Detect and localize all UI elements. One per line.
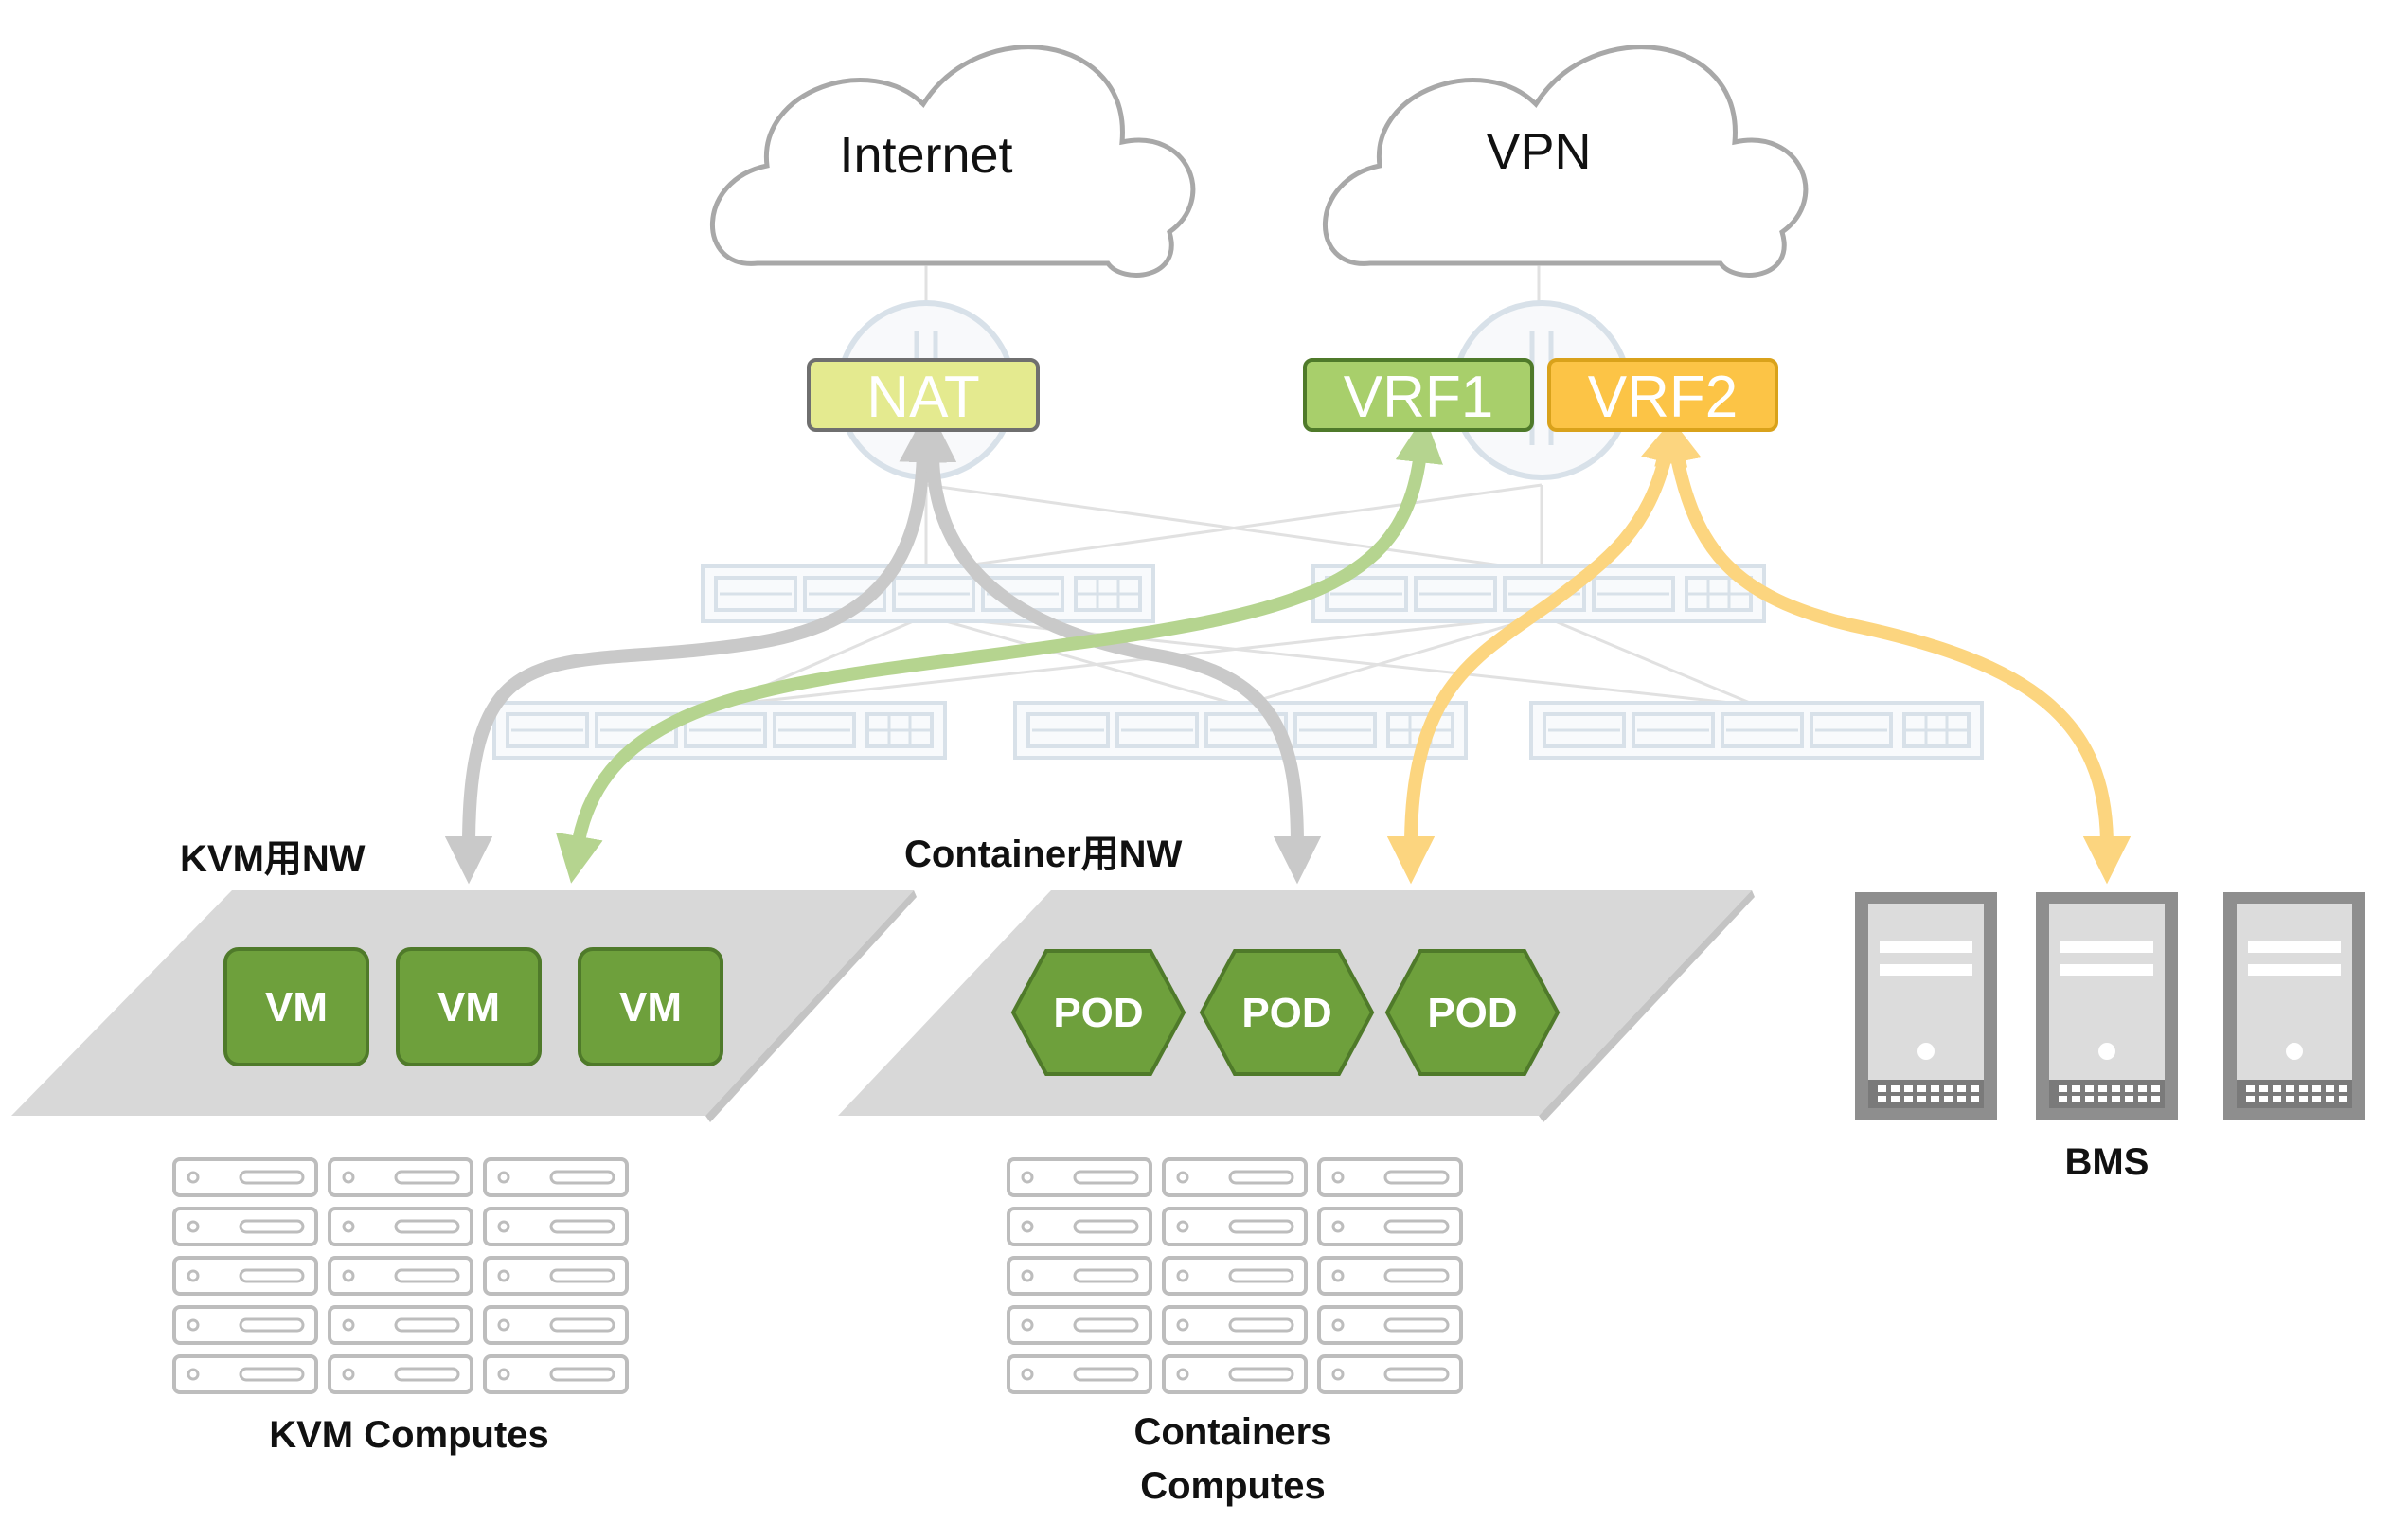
rack-server-icon [483, 1157, 629, 1197]
vrf2-label: VRF2 [1588, 365, 1738, 430]
rack-server-icon [483, 1354, 629, 1394]
rack-server-icon [1162, 1157, 1308, 1197]
vrf1-label: VRF1 [1344, 365, 1493, 430]
rack-server-icon [483, 1305, 629, 1345]
vpn-label: VPN [1486, 123, 1591, 180]
kvm-network: KVM用NW VM VM VM [11, 838, 917, 1122]
pod-label: POD [1241, 990, 1331, 1036]
vm-label: VM [619, 984, 682, 1030]
containers-computes-label-line1: Containers [1134, 1411, 1332, 1453]
nat-label: NAT [866, 365, 979, 430]
vm-chip: VM [223, 947, 369, 1066]
pod-chip: POD [1010, 949, 1186, 1076]
kvm-nat-arrow [444, 414, 947, 885]
rack-server-icon [328, 1354, 473, 1394]
containers-computes-label-line2: Computes [1140, 1465, 1326, 1507]
rack-server-icon [1007, 1207, 1152, 1246]
server-tower-icon [2223, 892, 2365, 1120]
internet-label: Internet [839, 127, 1012, 184]
rack-server-icon [1317, 1256, 1463, 1296]
rack-server-icon [1162, 1305, 1308, 1345]
rack-server-icon [172, 1305, 318, 1345]
pod-label: POD [1053, 990, 1143, 1036]
rack-server-icon [1162, 1354, 1308, 1394]
rack-server-icon [172, 1256, 318, 1296]
switch-icon [1013, 701, 1468, 760]
rack-server-icon [172, 1207, 318, 1246]
vm-label: VM [437, 984, 500, 1030]
rack-server-icon [328, 1256, 473, 1296]
kvm-network-label: KVM用NW [180, 838, 366, 880]
switch-icon [701, 564, 1155, 623]
rack-server-icon [1317, 1354, 1463, 1394]
vrf1-tag: VRF1 [1303, 358, 1534, 432]
vrf2-tag: VRF2 [1547, 358, 1778, 432]
server-tower-icon [1855, 892, 1997, 1120]
switch-icon [492, 701, 947, 760]
container-compute-rack: Containers Computes [1007, 1157, 1463, 1507]
rack-server-icon [172, 1157, 318, 1197]
cloud-icon [710, 45, 1196, 278]
kvm-computes-label: KVM Computes [269, 1414, 549, 1456]
server-tower-icon [2036, 892, 2178, 1120]
pod-label: POD [1427, 990, 1517, 1036]
container-vrf2-arrow [1386, 415, 1688, 885]
container-network-label: Container用NW [904, 833, 1183, 875]
rack-server-icon [328, 1157, 473, 1197]
cloud-icon [1323, 45, 1809, 278]
kvm-compute-rack: KVM Computes [172, 1157, 629, 1456]
rack-server-icon [1317, 1305, 1463, 1345]
vm-label: VM [265, 984, 328, 1030]
rack-server-icon [1007, 1157, 1152, 1197]
rack-server-icon [172, 1354, 318, 1394]
traffic-arrows [444, 414, 2132, 885]
rack-server-icon [483, 1207, 629, 1246]
vm-chip: VM [396, 947, 542, 1066]
rack-server-icon [1162, 1207, 1308, 1246]
rack-server-icon [483, 1256, 629, 1296]
rack-server-icon [1162, 1256, 1308, 1296]
nat-tag: NAT [807, 358, 1040, 432]
vpn-cloud: VPN [1323, 45, 1809, 278]
internet-cloud: Internet [710, 45, 1196, 278]
bms-group: BMS [1855, 892, 2365, 1183]
bms-vrf2-arrow [1654, 415, 2132, 885]
switch-icon [1529, 701, 1984, 760]
vm-chip: VM [578, 947, 723, 1066]
rack-server-icon [1317, 1207, 1463, 1246]
rack-server-icon [1317, 1157, 1463, 1197]
rack-server-icon [1007, 1354, 1152, 1394]
rack-server-icon [1007, 1256, 1152, 1296]
pod-chip: POD [1384, 949, 1561, 1076]
pod-chip: POD [1199, 949, 1375, 1076]
container-network: Container用NW POD POD POD [838, 833, 1755, 1122]
rack-server-icon [328, 1305, 473, 1345]
bms-label: BMS [2065, 1141, 2149, 1183]
kvm-vrf1-arrow [555, 414, 1443, 884]
rack-server-icon [1007, 1305, 1152, 1345]
rack-server-icon [328, 1207, 473, 1246]
